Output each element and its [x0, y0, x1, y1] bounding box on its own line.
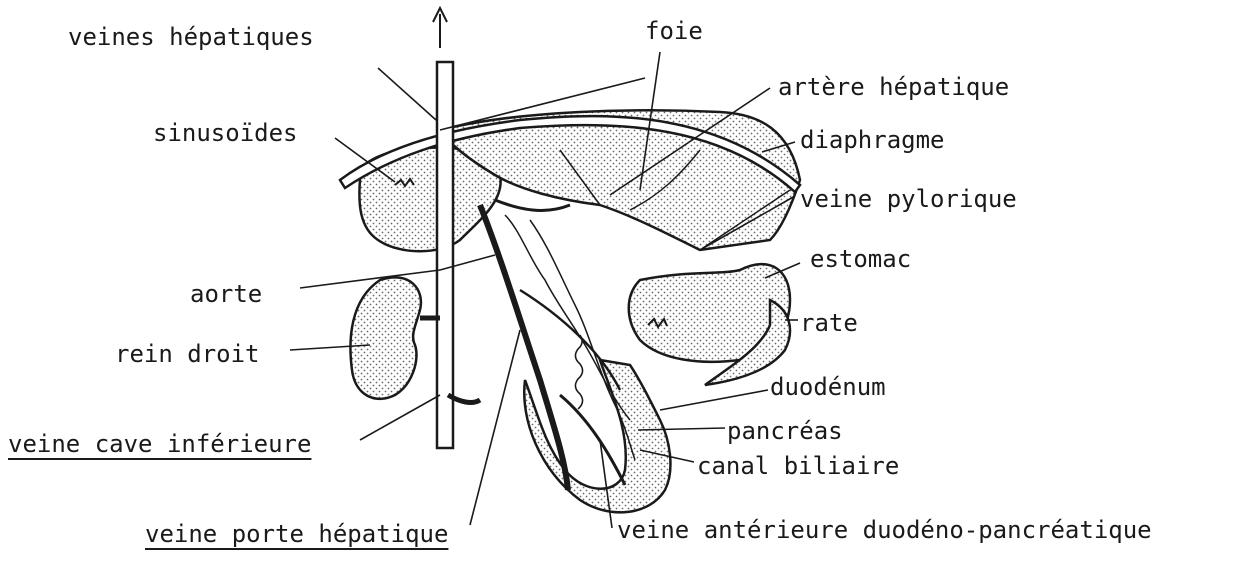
label-diaphragme: diaphragme	[800, 128, 945, 152]
leader-veine-cave	[360, 395, 440, 440]
portal-branch-1	[495, 200, 570, 210]
label-veine-pylorique: veine pylorique	[800, 187, 1017, 211]
label-veine-anterieure: veine antérieure duodéno-pancréatique	[617, 518, 1152, 542]
label-canal-biliaire: canal biliaire	[697, 454, 899, 478]
label-artere-hepatique: artère hépatique	[778, 75, 1009, 99]
label-duodenum: duodénum	[770, 375, 886, 399]
leader-veines-hepatiques	[378, 68, 436, 120]
leader-aorte	[300, 270, 440, 288]
label-aorte: aorte	[190, 282, 262, 306]
inferior-vena-cava	[437, 62, 453, 448]
label-foie: foie	[645, 19, 703, 43]
label-estomac: estomac	[810, 247, 911, 271]
portal-vein	[480, 205, 568, 490]
leader-veine-porte	[470, 330, 520, 525]
label-sinusoides: sinusoïdes	[153, 121, 298, 145]
label-veines-hepatiques: veines hépatiques	[68, 25, 314, 49]
label-veine-porte-hepatique: veine porte hépatique	[145, 522, 448, 546]
pancreatic-vein	[560, 395, 625, 485]
label-rate: rate	[800, 311, 858, 335]
wavy-vessel	[575, 335, 582, 409]
leader-duodenum	[660, 390, 768, 410]
label-veine-cave-inferieure: veine cave inférieure	[8, 432, 311, 456]
label-rein-droit: rein droit	[115, 342, 260, 366]
label-pancreas: pancréas	[727, 419, 843, 443]
right-kidney	[350, 277, 420, 398]
